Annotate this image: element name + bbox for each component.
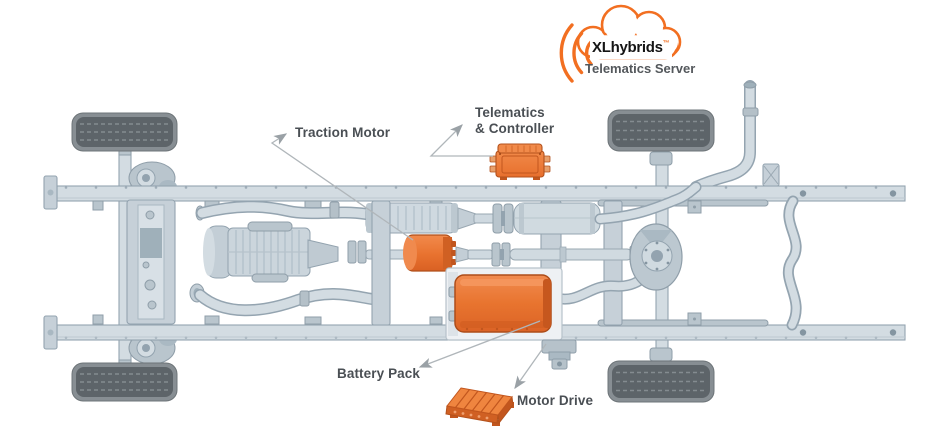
wifi-signal-icon: [559, 23, 593, 83]
motor-drive-label: Motor Drive: [517, 393, 594, 408]
motor-drive-mount: [541, 339, 577, 370]
battery-pack-component: [445, 267, 563, 341]
telematics-controller-label: Telematics & Controller: [475, 105, 554, 137]
logo-trademark: ™: [662, 40, 670, 47]
driveline: [403, 223, 683, 291]
telematics-server-caption: Telematics Server: [585, 61, 696, 76]
front-right-wheel: [71, 362, 178, 402]
rear-differential: [629, 223, 683, 291]
front-frame-box: [126, 199, 176, 325]
motor-drive-leader: [514, 343, 547, 390]
crossmember-front: [371, 200, 391, 326]
motor-drive-component: [445, 387, 514, 426]
traction-motor-component: [403, 234, 456, 272]
telematics-controller-component: [489, 143, 551, 180]
logo-xl: XL: [592, 39, 611, 56]
exhaust-stack: [690, 80, 759, 193]
engine-transmission: [203, 221, 409, 283]
battery-pack-label: Battery Pack: [337, 366, 420, 381]
rear-left-wheel: [607, 109, 715, 152]
battery-pack-leader: [418, 320, 541, 368]
front-left-wheel: [71, 112, 178, 152]
crossmember-curved: [782, 195, 802, 331]
telematics-label-line2: & Controller: [475, 121, 555, 136]
traction-motor-label: Traction Motor: [295, 125, 391, 140]
traction-motor-leader: [270, 133, 414, 241]
crossmember-rear: [603, 200, 623, 326]
leaf-spring-bottom: [597, 319, 769, 327]
telematics-leader: [429, 124, 493, 157]
leader-lines: [270, 124, 547, 390]
logo-hybrids: hybrids: [610, 39, 663, 56]
telematics-label-line1: Telematics: [475, 105, 545, 120]
rear-right-wheel: [607, 360, 715, 403]
xl-hybrids-logo: XLhybrids™: [590, 39, 672, 59]
